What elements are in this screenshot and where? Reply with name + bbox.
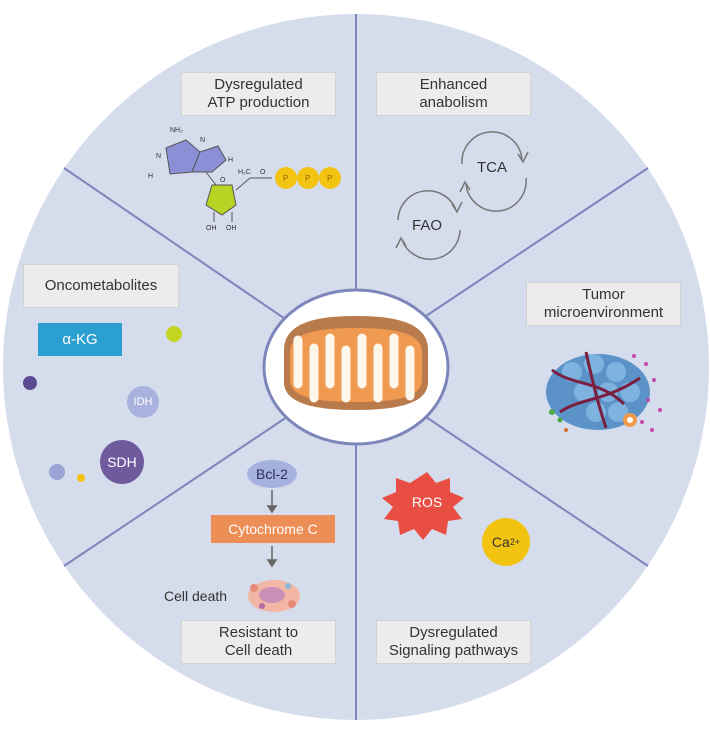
dying-cell-icon <box>248 580 300 612</box>
tumor-microenvironment-icon <box>546 351 662 432</box>
calcium-circle <box>482 518 530 566</box>
fao-label: FAO <box>412 217 443 234</box>
atp-label-o-link: O <box>260 169 266 176</box>
fao-cycle-icon <box>395 190 463 260</box>
calcium-charge: 2+ <box>509 537 521 547</box>
atp-label-o-ring: O <box>220 177 226 184</box>
section-label-cell-death-resistance: Resistant to Cell death <box>181 620 336 664</box>
divider-upper-left <box>63 167 295 326</box>
atp-label-p2: P <box>305 174 310 183</box>
dot-yellow-tiny <box>77 474 85 482</box>
atp-molecule-icon <box>165 139 341 222</box>
bcl2-pill: Bcl-2 <box>247 460 297 488</box>
atp-label-h1: H <box>148 173 153 180</box>
dot-yellow-green <box>166 326 182 342</box>
mitochondrion-icon <box>284 316 428 410</box>
akg-box: α-KG <box>38 323 122 356</box>
atp-label-nh2: NH₂ <box>170 127 183 134</box>
atp-label-n2: N <box>200 137 205 144</box>
divider-lower-right <box>419 412 649 567</box>
divider-lower-left <box>63 414 291 567</box>
section-label-oncometabolites: Oncometabolites <box>23 264 179 308</box>
idh-label: IDH <box>133 396 153 408</box>
cytochrome-c-box: Cytochrome C <box>211 515 335 543</box>
divider-upper-right <box>419 167 649 321</box>
dot-purple-small <box>23 376 37 390</box>
tca-cycle-icon <box>459 131 529 212</box>
atp-label-oh1: OH <box>206 225 217 232</box>
section-label-atp-production: Dysregulated ATP production <box>181 72 336 116</box>
sdh-label: SDH <box>107 454 137 470</box>
calcium-symbol: Ca <box>491 534 510 550</box>
down-arrow-icon <box>266 546 278 568</box>
dot-lavender <box>49 464 65 480</box>
down-arrow-icon <box>266 490 278 514</box>
atp-label-ch2: H₂C <box>238 169 251 176</box>
atp-label-oh2: OH <box>226 225 237 232</box>
section-label-tumor-microenvironment: Tumor microenvironment <box>526 282 681 326</box>
section-label-anabolism: Enhanced anabolism <box>376 72 531 116</box>
ros-starburst <box>382 472 464 540</box>
tca-label: TCA <box>477 159 507 176</box>
sdh-circle <box>100 440 144 484</box>
atp-label-h2: H <box>228 157 233 164</box>
ros-label: ROS <box>411 494 443 510</box>
idh-circle <box>127 386 159 418</box>
atp-label-n1: N <box>156 153 161 160</box>
atp-label-p3: P <box>327 174 332 183</box>
section-label-signaling-pathways: Dysregulated Signaling pathways <box>376 620 531 664</box>
atp-label-p1: P <box>283 174 288 183</box>
cell-death-label: Cell death <box>164 588 228 604</box>
